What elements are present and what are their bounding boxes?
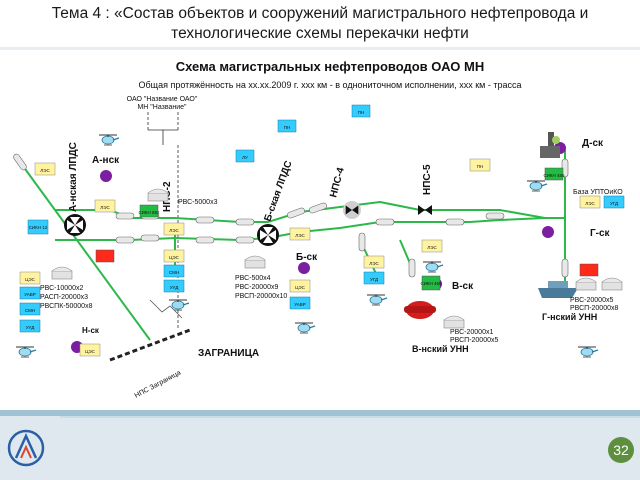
box-caption-smn-2: СМН <box>169 270 179 275</box>
box-caption-les-7: ЛЭС <box>585 201 595 206</box>
box-caption-les-6: ЛЭС <box>427 245 437 250</box>
station-lpds-a-pumps <box>64 214 86 236</box>
box-caption-ugd: УГД <box>370 277 378 282</box>
pipeline-diagram: Схема магистральных нефтепроводов ОАО МН… <box>12 59 625 400</box>
tanks-nps2: РВС-5000х3 <box>178 199 218 206</box>
label-refinery-v: В-нский УНН <box>412 344 469 354</box>
nps4-valve <box>343 201 361 219</box>
title-divider <box>0 47 640 50</box>
box-caption-les-5: ЛЭС <box>369 261 379 266</box>
box-caption-num-465: СИКН 465 <box>420 281 442 286</box>
footer-band <box>0 410 640 480</box>
border-line <box>109 299 191 362</box>
label-refinery-g: Г-нский УНН <box>542 312 597 322</box>
box-caption-ukh: УУД <box>26 325 35 330</box>
info-boxes-cyan <box>19 104 625 333</box>
box-caption-pn-3: ПН <box>477 164 483 169</box>
slide-header: Тема 4 : «Состав объектов и сооружений м… <box>0 0 640 48</box>
refinery-d-icon <box>540 132 560 158</box>
org-boundary <box>147 112 179 330</box>
tanker-ship-icon <box>538 281 578 298</box>
label-n-sk: Н-ск <box>82 326 100 335</box>
nps5-valve <box>418 205 432 215</box>
box-caption-uvp-2: УАВР <box>294 302 306 307</box>
box-caption-ugd-2: УГД <box>610 201 618 206</box>
tanks-a-1: РВС-10000х2 <box>40 285 83 292</box>
box-caption-les-4: ЛЭС <box>295 233 305 238</box>
tanks-b-1: РВС-500х4 <box>235 275 271 282</box>
label-base: База УПТОиКО <box>573 189 623 196</box>
station-lpds-b-pump <box>257 224 279 246</box>
box-captions: ЛЭС ЛЭС СИКН 12 ЦЭС УАВР СМН УУД СИКН 68… <box>24 110 618 354</box>
tanks-g-1: РВС-20000х5 <box>570 297 613 304</box>
page-number-badge: 32 <box>608 437 634 463</box>
org-label-line-1: ОАО "Название ОАО" <box>127 96 198 103</box>
box-caption-ces-3: ЦЭС <box>295 285 306 290</box>
diagram-title: Схема магистральных нефтепроводов ОАО МН <box>176 59 484 74</box>
org-label-line-2: МН "Название" <box>137 104 187 111</box>
box-caption-ces-4: ЦЭС <box>85 349 96 354</box>
box-caption-pn-2: ПН <box>358 110 364 115</box>
refinery-v-icon <box>404 301 436 319</box>
box-caption-les-3: ЛЭС <box>169 228 179 233</box>
box-caption-num-682: СИКН 682 <box>138 210 160 215</box>
tanks-a-3: РВСПК-50000х8 <box>40 303 93 310</box>
tanks-v-1: РВС-20000х1 <box>450 329 493 336</box>
tanks-a-2: РАСП-20000х3 <box>40 294 88 301</box>
diagram-subtitle: Общая протяжённость на хх.хх.2009 г. ххх… <box>139 80 522 90</box>
label-v-sk: В-ск <box>452 281 474 292</box>
box-caption-pn: ПН <box>284 125 290 130</box>
box-caption-ces: ЦЭС <box>25 277 36 282</box>
slide-title-line-2: технологические схемы перекачки нефти <box>171 25 469 42</box>
box-caption-ces-2: ЦЭС <box>169 255 180 260</box>
footer-stripe-thin <box>60 416 640 418</box>
label-border: ЗАГРАНИЦА <box>198 348 259 359</box>
box-caption-smn: СМН <box>25 308 35 313</box>
box-caption-uvp: УАВР <box>24 292 36 297</box>
label-b-sk: Б-ск <box>296 252 318 263</box>
label-g-sk: Г-ск <box>590 228 611 239</box>
footer-stripe <box>0 410 640 416</box>
tanks-b-2: РВС-20000х9 <box>235 284 278 291</box>
box-caption-les: ЛЭС <box>40 168 50 173</box>
label-d-sk: Д-ск <box>582 138 604 149</box>
box-caption-num-485: СИКН 485 <box>543 173 565 178</box>
tanks-g-2: РВСП-20000х8 <box>570 305 618 312</box>
info-boxes-yellow <box>19 158 601 357</box>
label-nps5: НПС-5 <box>422 164 433 195</box>
box-caption-les-2: ЛЭС <box>100 205 110 210</box>
info-boxes-red <box>95 249 599 277</box>
slide-title-line-1: Тема 4 : «Состав объектов и сооружений м… <box>51 5 589 22</box>
helicopter-icons <box>15 134 599 358</box>
label-lpds-a: А-нская ЛПДС <box>68 142 79 212</box>
label-a-nsk: А-нск <box>92 155 120 166</box>
label-nps4: НПС-4 <box>328 166 347 199</box>
company-logo <box>7 429 45 467</box>
box-caption-lu: ЛУ <box>242 155 248 160</box>
label-nps-border: НПС Заграница <box>134 369 183 399</box>
box-caption-ukh-2: УУД <box>170 285 179 290</box>
slide-title: Тема 4 : «Состав объектов и сооружений м… <box>20 4 620 44</box>
box-caption-num-12: СИКН 12 <box>29 225 48 230</box>
tanks-v-2: РВСП-20000х5 <box>450 337 498 344</box>
tanks-b-3: РВСП-20000х10 <box>235 293 287 300</box>
info-boxes-green <box>139 167 564 291</box>
settlements <box>71 142 566 353</box>
